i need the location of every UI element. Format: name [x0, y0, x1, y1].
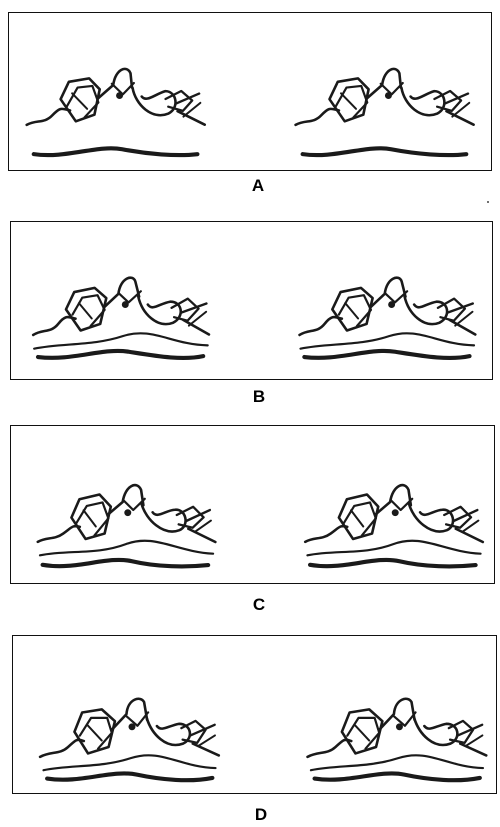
stereo-pair-c — [11, 426, 494, 583]
stray-dot — [487, 201, 489, 203]
panel-label-a: A — [238, 176, 278, 196]
molecule-sketch — [38, 485, 216, 566]
molecule-sketch — [33, 278, 209, 358]
panel-a — [8, 12, 492, 171]
molecule-sketch — [305, 485, 483, 566]
stereo-pair-b — [11, 222, 492, 379]
molecule-sketch — [296, 69, 474, 155]
panel-label-c: C — [239, 595, 279, 615]
panel-d — [12, 635, 497, 794]
molecule-sketch — [300, 278, 476, 358]
molecule-sketch — [27, 69, 205, 155]
stereo-pair-d — [13, 636, 496, 793]
panel-b — [10, 221, 493, 380]
panel-label-d: D — [241, 805, 281, 825]
panel-c — [10, 425, 495, 584]
molecule-sketch — [308, 699, 487, 780]
stereo-pair-a — [9, 13, 491, 170]
panel-label-b: B — [239, 387, 279, 407]
molecule-sketch — [40, 699, 219, 780]
